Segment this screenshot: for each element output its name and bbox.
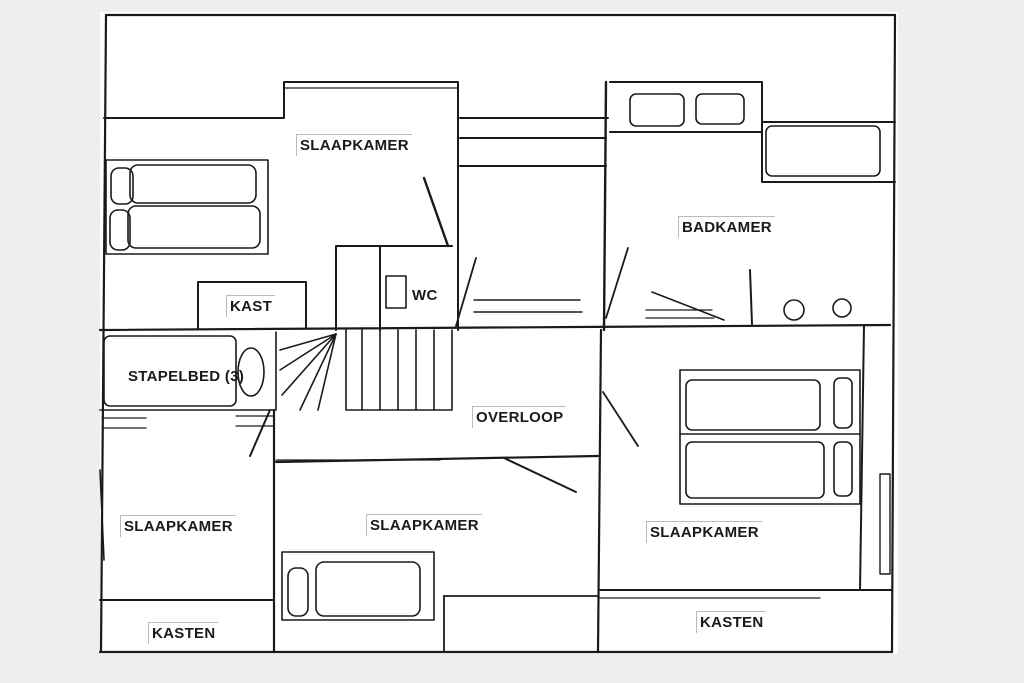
wall-landing-right (503, 328, 639, 654)
bed-top-left-1 (105, 159, 269, 255)
wall-wc (335, 245, 453, 331)
door-hallway-top (455, 257, 583, 327)
room-label-kasten-right: KASTEN (696, 611, 767, 633)
room-label-badkamer: BADKAMER (678, 216, 775, 238)
wall-bathroom (602, 80, 896, 332)
wall-kast (197, 281, 307, 329)
room-label-kast: KAST (226, 295, 276, 317)
room-label-overloop: OVERLOOP (472, 406, 567, 428)
wall-mid-horizontal (98, 323, 892, 332)
wall-left-bedroom (99, 469, 275, 601)
staircase (279, 329, 453, 411)
bunk-bed (99, 331, 277, 429)
room-label-kasten-left: KASTEN (148, 622, 219, 644)
room-label-slaapkamer-left: SLAAPKAMER (120, 515, 236, 537)
door-top-left-bedroom (422, 176, 450, 248)
wall-left-center (249, 408, 600, 654)
room-label-slaapkamer-top: SLAAPKAMER (296, 134, 412, 156)
bed-right (679, 369, 861, 505)
bed-center (281, 551, 599, 653)
wall-right-bedroom (599, 324, 893, 599)
room-label-wc: WC (412, 287, 438, 304)
room-label-stapelbed: STAPELBED (3) (128, 368, 245, 385)
paper-sheet (100, 12, 898, 654)
room-label-slaapkamer-center: SLAAPKAMER (366, 514, 482, 536)
wall-top-left-bedroom (103, 81, 609, 331)
room-label-slaapkamer-right: SLAAPKAMER (646, 521, 762, 543)
